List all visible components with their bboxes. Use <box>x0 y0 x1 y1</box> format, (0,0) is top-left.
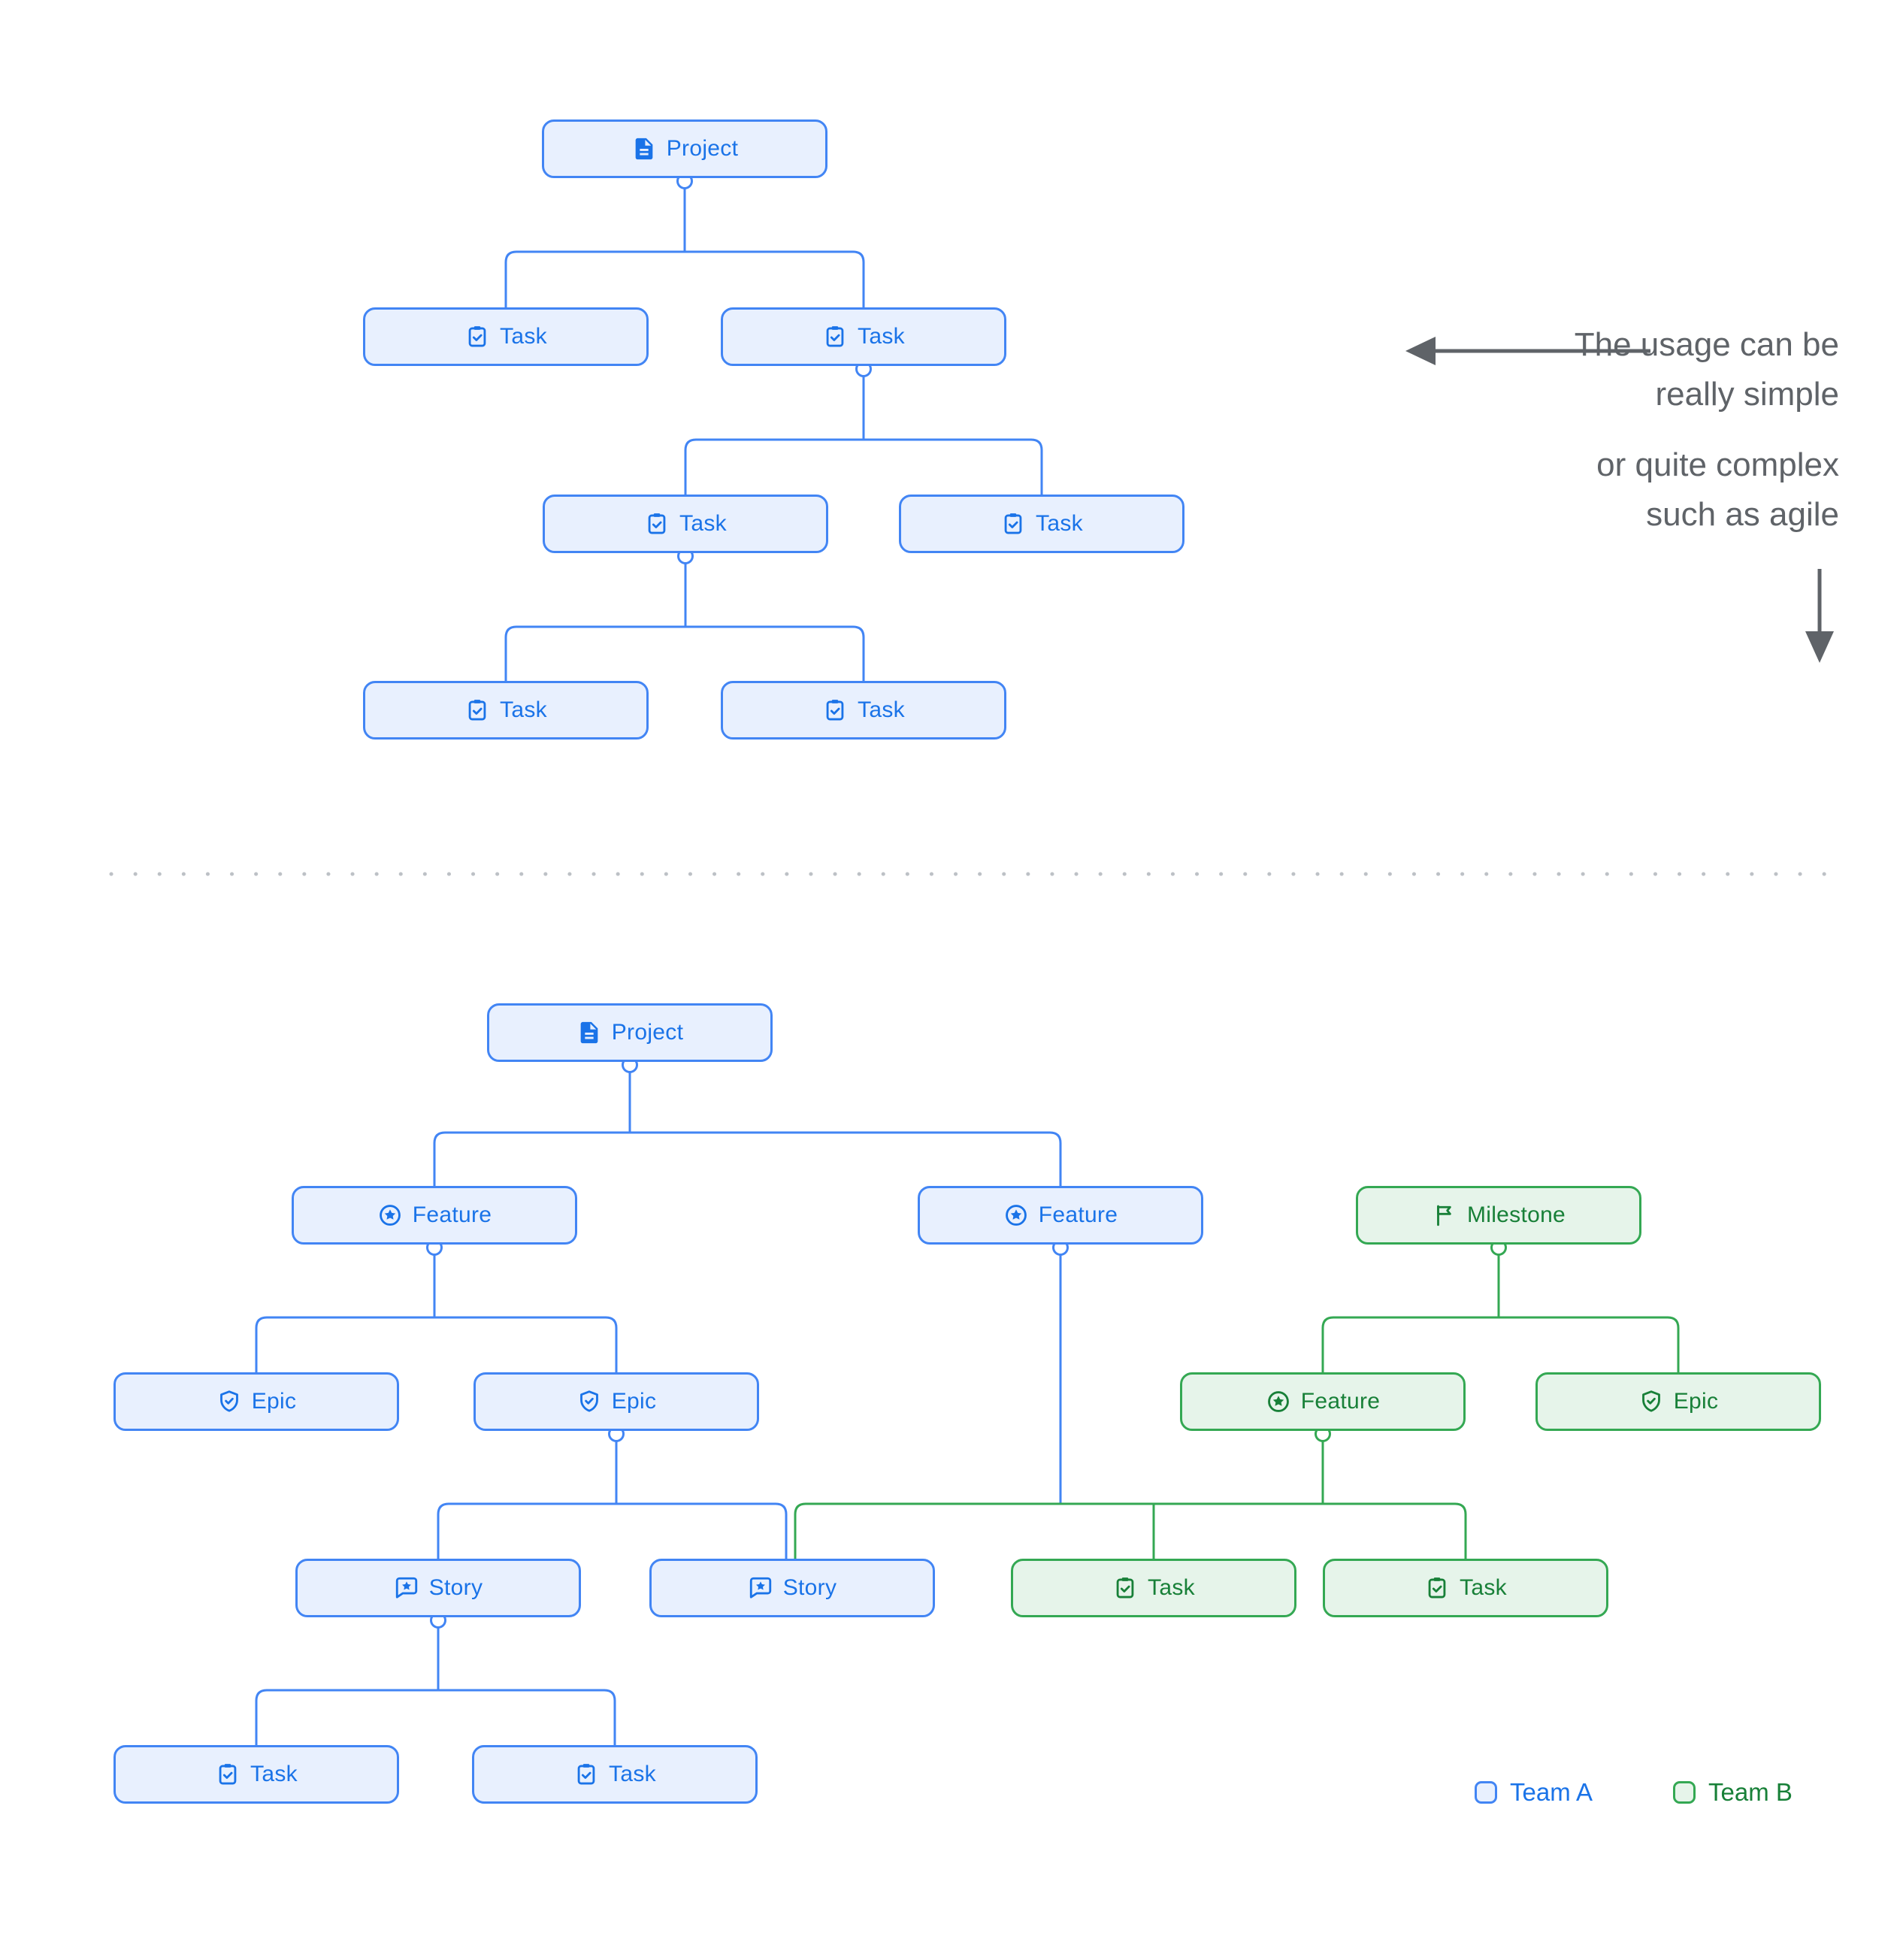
annotation-arrows <box>1405 337 1834 663</box>
annotation-simple-text: The usage can be really simple <box>1575 320 1839 419</box>
task-icon <box>1000 511 1026 537</box>
story-icon <box>394 1575 419 1601</box>
down-arrow-icon <box>1805 569 1834 663</box>
node-label: Story <box>428 1575 483 1600</box>
agile-tree-connectors-team-a <box>255 1072 1062 1745</box>
annotation-complex-text: or quite complex such as agile <box>1596 440 1839 540</box>
annotation-line: The usage can be <box>1574 326 1839 363</box>
annotation-line: really simple <box>1655 376 1839 413</box>
task-icon <box>1424 1575 1450 1601</box>
node-agile-task-g2: Task <box>1323 1559 1608 1617</box>
node-label: Task <box>609 1762 656 1786</box>
epic-icon <box>576 1389 602 1414</box>
node-label: Epic <box>1673 1389 1719 1414</box>
simple-tree-connectors <box>504 189 1043 681</box>
epic-icon <box>216 1389 242 1414</box>
flag-icon <box>1432 1202 1457 1228</box>
task-icon <box>644 511 670 537</box>
document-icon <box>576 1020 602 1045</box>
node-agile-feature-2: Feature <box>918 1186 1203 1245</box>
node-label: Story <box>782 1575 837 1600</box>
node-label: Task <box>858 324 905 349</box>
node-label: Task <box>250 1762 298 1786</box>
task-icon <box>1112 1575 1138 1601</box>
node-label: Task <box>500 324 547 349</box>
agile-tree-connectors-team-b <box>794 1255 1680 1559</box>
node-agile-story-2: Story <box>649 1559 935 1617</box>
node-agile-feature-1: Feature <box>292 1186 577 1245</box>
node-label: Task <box>1460 1575 1507 1600</box>
node-label: Epic <box>251 1389 297 1414</box>
legend-label-team-a: Team A <box>1510 1778 1593 1806</box>
node-simple-task-5: Task <box>363 681 649 740</box>
epic-icon <box>1638 1389 1664 1414</box>
node-label: Task <box>858 697 905 722</box>
node-label: Project <box>666 136 739 161</box>
task-icon <box>573 1762 599 1787</box>
node-agile-feature-3: Feature <box>1180 1372 1466 1431</box>
node-label: Task <box>500 697 547 722</box>
node-agile-story-1: Story <box>295 1559 581 1617</box>
node-agile-epic-2: Epic <box>473 1372 759 1431</box>
node-agile-task-1: Task <box>113 1745 399 1804</box>
node-simple-task-1: Task <box>363 307 649 366</box>
node-label: Project <box>611 1020 684 1045</box>
legend-item-team-b: Team B <box>1673 1778 1793 1807</box>
feature-icon <box>377 1202 403 1228</box>
story-icon <box>748 1575 773 1601</box>
node-label: Epic <box>611 1389 657 1414</box>
node-agile-task-g1: Task <box>1011 1559 1296 1617</box>
task-icon <box>822 324 848 349</box>
node-simple-project: Project <box>542 119 827 178</box>
node-agile-epic-1: Epic <box>113 1372 399 1431</box>
node-simple-task-3: Task <box>543 495 828 553</box>
node-simple-task-2: Task <box>721 307 1006 366</box>
feature-icon <box>1266 1389 1291 1414</box>
node-label: Task <box>1148 1575 1195 1600</box>
task-icon <box>464 324 490 349</box>
node-agile-epic-3: Epic <box>1535 1372 1821 1431</box>
node-label: Task <box>679 511 727 536</box>
legend-label-team-b: Team B <box>1708 1778 1793 1806</box>
left-arrow-icon <box>1405 337 1650 365</box>
legend-item-team-a: Team A <box>1475 1778 1593 1807</box>
node-agile-task-2: Task <box>472 1745 758 1804</box>
node-label: Feature <box>1038 1202 1118 1227</box>
node-label: Milestone <box>1466 1202 1566 1227</box>
annotation-line: or quite complex <box>1596 446 1839 483</box>
document-icon <box>631 136 657 162</box>
node-label: Task <box>1036 511 1083 536</box>
annotation-line: such as agile <box>1646 496 1839 533</box>
team-a-swatch <box>1475 1781 1497 1804</box>
node-simple-task-4: Task <box>899 495 1184 553</box>
node-simple-task-6: Task <box>721 681 1006 740</box>
task-icon <box>215 1762 241 1787</box>
feature-icon <box>1003 1202 1029 1228</box>
task-icon <box>822 697 848 723</box>
node-label: Feature <box>412 1202 492 1227</box>
node-agile-project: Project <box>487 1003 773 1062</box>
task-icon <box>464 697 490 723</box>
node-label: Feature <box>1300 1389 1381 1414</box>
team-b-swatch <box>1673 1781 1696 1804</box>
node-agile-milestone: Milestone <box>1356 1186 1641 1245</box>
